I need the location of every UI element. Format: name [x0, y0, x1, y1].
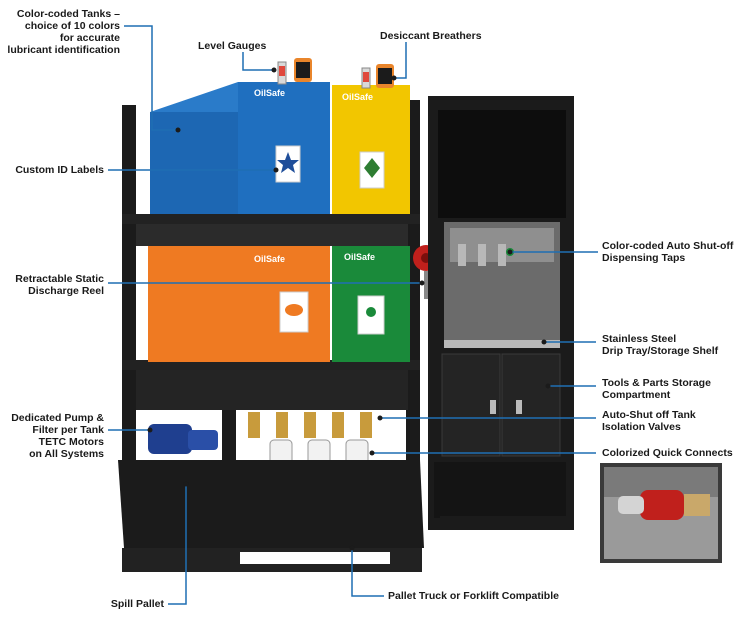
label-taps-line-2: Dispensing Taps — [602, 252, 686, 264]
dispensing-cabinet — [428, 96, 574, 530]
label-retractable-reel: Retractable Static Discharge Reel — [4, 273, 104, 297]
label-color-coded-tanks: Color-coded Tanks – choice of 10 colors … — [4, 8, 120, 56]
label-pump-line-1: Dedicated Pump & — [11, 412, 104, 424]
label-quick-connects: Colorized Quick Connects — [602, 447, 733, 459]
label-isolation-valves: Auto-Shut off Tank Isolation Valves — [602, 409, 696, 433]
label-drip-line-2: Drip Tray/Storage Shelf — [602, 345, 719, 357]
label-dedicated-pump: Dedicated Pump & Filter per Tank TETC Mo… — [4, 412, 104, 460]
yellow-tank: OilSafe — [332, 85, 410, 214]
label-tanks-line-3: for accurate — [59, 32, 120, 44]
label-tanks-line-2: choice of 10 colors — [24, 20, 120, 32]
label-custom-id-labels: Custom ID Labels — [15, 164, 104, 176]
callout-dots — [147, 67, 551, 551]
label-pump-line-2: Filter per Tank — [32, 424, 104, 436]
label-valves-line-2: Isolation Valves — [602, 421, 681, 433]
blue-tank: OilSafe — [150, 82, 330, 214]
label-storage-compartment: Tools & Parts Storage Compartment — [602, 377, 711, 401]
callout-line-breathers — [394, 42, 407, 79]
hose-band-upper — [136, 224, 408, 246]
orange-tank-brand: OilSafe — [254, 254, 285, 264]
desiccant-breathers-top — [294, 58, 394, 88]
green-tank: OilSafe — [332, 246, 410, 362]
label-reel-line-1: Retractable Static — [15, 273, 104, 285]
label-tanks-line-1: Color-coded Tanks – — [16, 8, 120, 20]
label-storage-line-1: Tools & Parts Storage — [602, 377, 711, 389]
blue-tank-brand: OilSafe — [254, 88, 285, 98]
callout-line-tanks — [124, 25, 178, 131]
hose-band-lower — [136, 370, 408, 410]
label-taps-line-1: Color-coded Auto Shut-off — [602, 240, 734, 252]
yellow-tank-brand: OilSafe — [342, 92, 373, 102]
label-drip-tray: Stainless Steel Drip Tray/Storage Shelf — [602, 333, 718, 357]
label-pallet-truck: Pallet Truck or Forklift Compatible — [388, 590, 559, 602]
level-gauges-top — [277, 61, 371, 89]
quick-connect-inset-photo — [600, 463, 722, 563]
orange-tank: OilSafe — [148, 246, 330, 362]
label-storage-line-2: Compartment — [602, 389, 671, 401]
green-tank-brand: OilSafe — [344, 252, 375, 262]
label-valves-line-1: Auto-Shut off Tank — [602, 409, 696, 421]
callout-line-pallet-truck — [351, 548, 384, 597]
label-level-gauges: Level Gauges — [198, 40, 267, 52]
label-drip-line-1: Stainless Steel — [602, 333, 677, 345]
label-pump-line-3: TETC Motors — [38, 436, 104, 448]
label-pump-line-4: on All Systems — [29, 448, 104, 460]
pump-motor — [148, 424, 218, 454]
label-tanks-line-4: lubricant identification — [7, 44, 120, 56]
isolation-valves — [248, 412, 372, 438]
label-dispensing-taps: Color-coded Auto Shut-off Dispensing Tap… — [602, 240, 733, 264]
callout-lines — [108, 25, 598, 605]
label-reel-line-2: Discharge Reel — [28, 285, 104, 297]
spill-pallet — [118, 460, 424, 572]
label-spill-pallet: Spill Pallet — [110, 598, 164, 610]
callout-line-level-gauges — [242, 52, 274, 71]
label-desiccant-breathers: Desiccant Breathers — [380, 30, 482, 42]
callout-line-spill-pallet — [168, 484, 187, 605]
